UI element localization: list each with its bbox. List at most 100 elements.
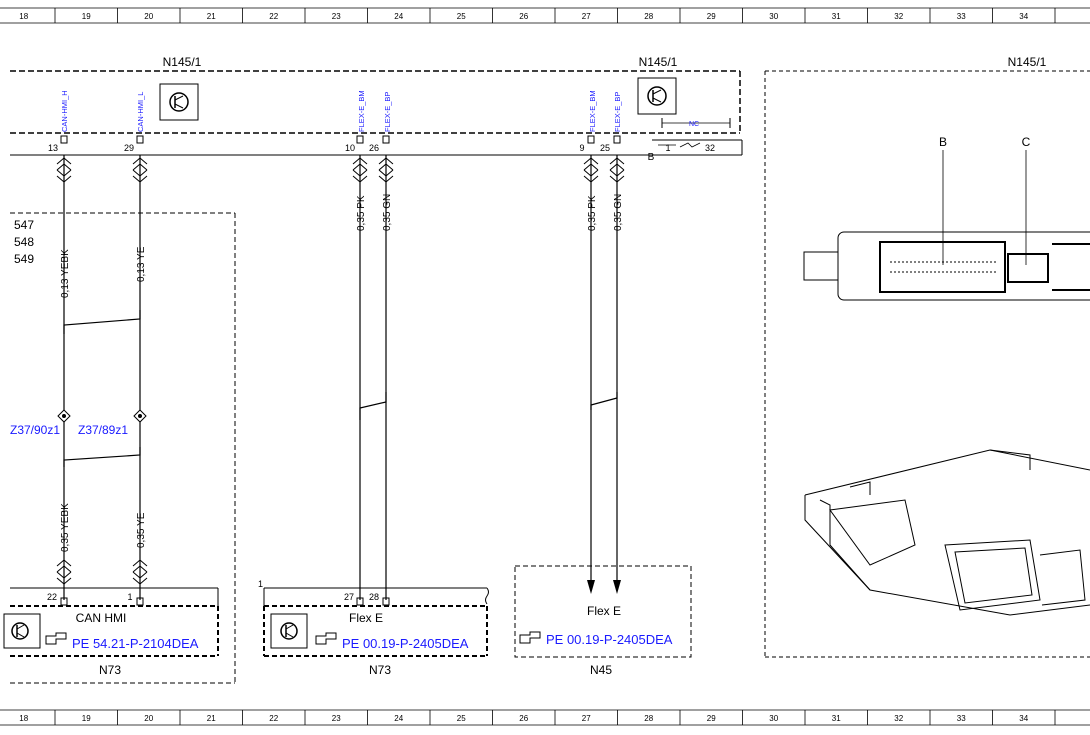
- reference-number: 549: [14, 252, 34, 266]
- n45-flex-e-box: [514, 565, 692, 658]
- module-label-n73: N73: [99, 663, 121, 677]
- grid-column-number: 26: [519, 714, 528, 723]
- reference-number: 547: [14, 218, 34, 232]
- pin-number: 32: [705, 143, 715, 153]
- module-name-flex-e: Flex E: [587, 604, 621, 618]
- grid-column-number: 19: [82, 714, 91, 723]
- nc-switch: [658, 118, 731, 148]
- transistor-icon: [3, 613, 41, 649]
- header-pins: [60, 135, 621, 606]
- transistor-icon: [270, 613, 308, 649]
- wire-label: 0,35 YEBK: [60, 503, 71, 552]
- pin-name-flex-bp-1: FLEX-E_BP: [383, 92, 392, 132]
- component-picture-box: [764, 70, 1090, 658]
- double-chevron-connector: [609, 157, 625, 183]
- connector-label-c: C: [1022, 135, 1031, 149]
- grid-column-number: 22: [269, 12, 278, 21]
- grid-column-number: 20: [144, 12, 153, 21]
- double-chevron-connector: [56, 157, 72, 183]
- grid-column-number: 25: [457, 12, 466, 21]
- module-name-flex-e: Flex E: [349, 611, 383, 625]
- module-label-n45: N45: [590, 663, 612, 677]
- grid-column-number: 23: [332, 12, 341, 21]
- pin-number: 27: [344, 592, 354, 602]
- pin-socket: [382, 135, 390, 144]
- pin-number: 1: [127, 592, 132, 602]
- splice-markers: [57, 409, 147, 423]
- reference-link-pe-00-19-a[interactable]: PE 00.19-P-2405DEA: [342, 636, 469, 651]
- grid-column-number: 24: [394, 714, 403, 723]
- control-unit-drawing: [804, 449, 1090, 616]
- arrowheads: [587, 580, 621, 594]
- reference-link-pe-54-21[interactable]: PE 54.21-P-2104DEA: [72, 636, 199, 651]
- reference-link-pe-00-19-b[interactable]: PE 00.19-P-2405DEA: [546, 632, 673, 647]
- n73-flex-e-box: [263, 587, 489, 657]
- connector-label-b: B: [939, 135, 947, 149]
- grid-column-number: 18: [19, 12, 28, 21]
- pin-number: 28: [369, 592, 379, 602]
- grid-column-number: 32: [894, 12, 903, 21]
- pin-number: 26: [369, 143, 379, 153]
- module-name-can-hmi: CAN HMI: [76, 611, 127, 625]
- grid-column-number: 22: [269, 714, 278, 723]
- reference-region-box: [10, 212, 236, 684]
- grid-column-number: 27: [582, 12, 591, 21]
- double-chevron-connector: [132, 157, 148, 183]
- pin-socket: [587, 135, 595, 144]
- double-chevron-connector: [352, 157, 368, 183]
- pin-name-can-hmi-h: CAN-HMI_H: [60, 90, 69, 132]
- wire-connectors: [56, 157, 625, 585]
- grid-column-number: 23: [332, 714, 341, 723]
- connector-housing-drawing: [803, 150, 1090, 301]
- n73-can-hmi-box: [10, 587, 219, 657]
- wire-label: 0,13 YEBK: [60, 249, 71, 298]
- pin-number: 1: [665, 143, 670, 153]
- pin-socket: [60, 135, 68, 144]
- pin-name-flex-bm-1: FLEX-E_BM: [357, 90, 366, 132]
- wire-label: 0,35 GN: [382, 194, 393, 231]
- hand-pointer-icon: [315, 632, 337, 645]
- grid-column-number: 34: [1019, 714, 1028, 723]
- double-chevron-connector: [583, 157, 599, 183]
- grid-column-number: 30: [769, 714, 778, 723]
- wires: [63, 155, 618, 600]
- hand-pointer-icon: [519, 631, 541, 644]
- grid-column-number: 21: [207, 714, 216, 723]
- module-label-n73: N73: [369, 663, 391, 677]
- grid-column-number: 29: [707, 12, 716, 21]
- grid-column-number: 20: [144, 714, 153, 723]
- grid-column-number: 33: [957, 12, 966, 21]
- pin-name-flex-bp-2: FLEX-E_BP: [613, 92, 622, 132]
- pin-socket: [136, 135, 144, 144]
- grid-column-number: 29: [707, 714, 716, 723]
- grid-column-number: 27: [582, 714, 591, 723]
- hand-pointer-icon: [45, 632, 67, 645]
- grid-column-number: 33: [957, 714, 966, 723]
- splice-label-z37-89z1: Z37/89z1: [78, 423, 128, 437]
- module-label-n145-mid: N145/1: [639, 55, 678, 69]
- wire-label: 0,35 YE: [136, 512, 147, 548]
- pin-name-flex-bm-2: FLEX-E_BM: [588, 90, 597, 132]
- grid-column-number: 34: [1019, 12, 1028, 21]
- pin-socket: [356, 135, 364, 144]
- double-chevron-connector: [132, 559, 148, 585]
- grid-column-number: 26: [519, 12, 528, 21]
- grid-column-number: 19: [82, 12, 91, 21]
- pin-number: 9: [579, 143, 584, 153]
- pin-number: 22: [47, 592, 57, 602]
- wire-label: 0,35 PK: [587, 195, 598, 231]
- double-chevron-connector: [56, 559, 72, 585]
- grid-column-number: 18: [19, 714, 28, 723]
- connector-letter: B: [648, 152, 655, 163]
- grid-column-number: 24: [394, 12, 403, 21]
- module-label-n145-right: N145/1: [1008, 55, 1047, 69]
- nc-label: NC: [689, 121, 699, 128]
- pin-socket: [613, 135, 621, 144]
- transistor-icon: [159, 83, 199, 121]
- grid-column-number: 30: [769, 12, 778, 21]
- splice-label-z37-90z1: Z37/90z1: [10, 423, 60, 437]
- grid-column-number: 25: [457, 714, 466, 723]
